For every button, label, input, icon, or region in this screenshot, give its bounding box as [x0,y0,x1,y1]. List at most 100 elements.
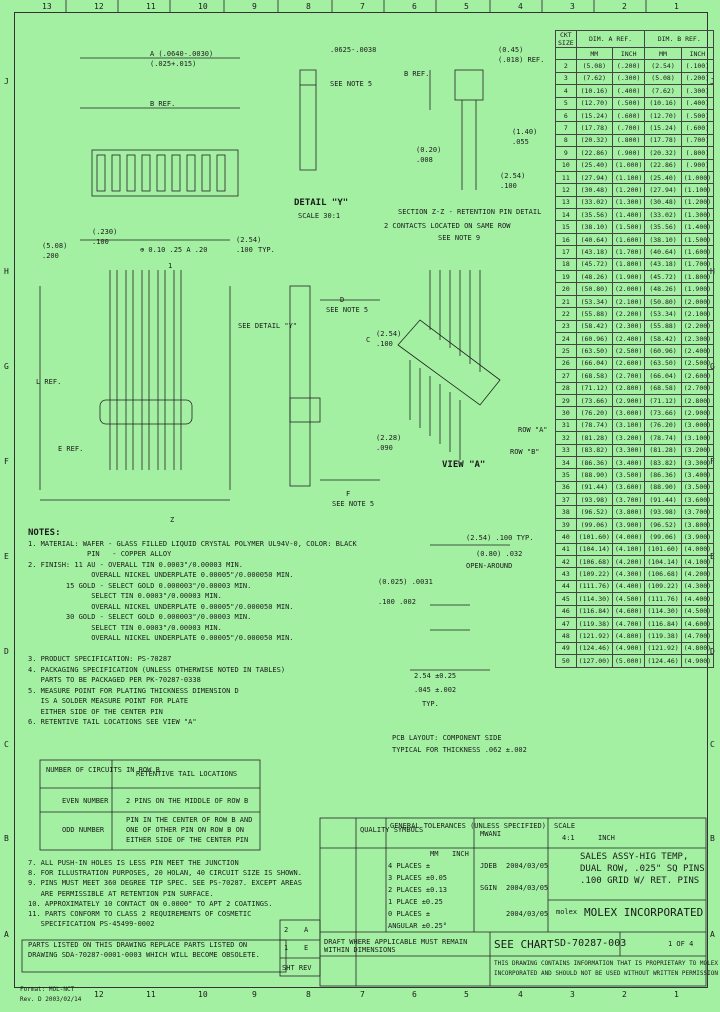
c-label: C [366,336,371,344]
chart-cell: (3.600) [680,493,715,507]
chart-row: 34(86.36)(3.400)(83.82)(3.300) [555,455,715,470]
section-b-ref: B REF. [404,70,430,78]
chart-cell: (2.900) [611,393,646,408]
chart-cell: (1.900) [680,282,715,296]
tb-name2: JDEB [480,862,497,870]
chart-cell: (71.12) [575,381,613,395]
chart-sh-1: MM [575,46,613,61]
chart-cell: (88.90) [575,468,613,482]
zone-h-8-b: 8 [306,990,311,999]
chart-cell: (63.50) [575,344,613,358]
notes-table-r2b1: PIN IN THE CENTER OF ROW B AND [126,816,253,824]
chart-row: 33(83.82)(3.300)(81.28)(3.200) [555,443,715,457]
note-line: SPECIFICATION PS-45499-0002 [28,920,155,929]
chart-cell: (66.04) [644,369,682,383]
chart-cell: (30.48) [644,195,682,210]
chart-cell: (3.500) [680,480,715,495]
chart-cell: (27.94) [575,170,613,185]
chart-cell: (58.42) [644,331,682,346]
notes-table-r2b3: EITHER SIDE OF THE CENTER PIN [126,836,249,844]
chart-cell: (119.38) [644,629,682,643]
zone-h-12-b: 12 [94,990,104,999]
zone-v-h: H [4,267,9,276]
notes-table-r2b2: ONE OF OTHER PIN ON ROW B ON [126,826,245,834]
chart-cell: (4.500) [611,592,646,606]
chart-cell: (35.56) [644,220,682,234]
note-line [28,929,298,939]
chart-cell: (68.58) [644,381,682,395]
chart-cell: (.200) [680,71,715,86]
d-label: D [340,296,345,304]
tb-date2: 2004/03/05 [506,884,549,892]
zone-h-9: 9 [252,2,257,11]
chart-cell: (1.900) [611,270,646,284]
chart-row: 2(5.08)(.200)(2.54)(.100) [555,59,715,73]
pcb-title: PCB LAYOUT: COMPONENT SIDE [392,734,502,742]
chart-row: 12(30.48)(1.200)(27.94)(1.100) [555,183,715,197]
zone-h-2: 2 [622,2,627,11]
chart-cell: (83.82) [644,455,682,470]
chart-cell: (1.000) [611,158,646,172]
tb-places3: 3 PLACES ±0.05 [388,874,448,882]
chart-row: 13(33.02)(1.300)(30.48)(1.200) [555,195,715,210]
chart-cell: (4.400) [680,592,715,606]
notes-lines-2: 7. ALL PUSH-IN HOLES IS LESS PIN MEET TH… [28,858,302,960]
chart-cell: (1.500) [611,220,646,234]
chart-cell: (124.46) [575,641,613,656]
chart-row: 18(45.72)(1.800)(43.18)(1.700) [555,257,715,272]
chart-cell: 36 [555,480,577,495]
chart-cell: 42 [555,554,577,569]
chart-cell: (2.600) [611,356,646,371]
chart-cell: (93.98) [644,505,682,519]
chart-cell: (2.800) [680,393,715,408]
chart-cell: (5.08) [644,71,682,86]
chart-cell: (111.76) [575,579,613,594]
chart-cell: 20 [555,282,577,296]
chart-cell: 25 [555,344,577,358]
section-d1: (0.45) [498,46,524,54]
note-line: DRAWING SDA-70287-0001-0003 WHICH WILL B… [28,950,260,959]
chart-cell: (27.94) [644,183,682,197]
chart-cell: (2.300) [611,319,646,334]
chart-row: 47(119.38)(4.700)(116.84)(4.600) [555,616,715,631]
zone-h-2-b: 2 [622,990,627,999]
view-a-title: VIEW "A" [442,460,486,470]
chart-cell: 2 [555,59,577,73]
zone-v-b-r: B [710,834,715,843]
chart-cell: (111.76) [644,592,682,606]
note-line: PARTS TO BE PACKAGED PER PK-70287-0338 [28,676,201,684]
chart-cell: (2.200) [680,319,715,334]
note-line: 9. PINS MUST MEET 360 DEGREE TIP SPEC. S… [28,879,302,888]
pin1-label: 1 [168,262,173,270]
detail-y-title: DETAIL "Y" [294,198,349,208]
chart-row: 26(66.04)(2.600)(63.50)(2.500) [555,356,715,371]
section-d2: (0.20) [416,146,442,154]
chart-cell: (.600) [611,108,646,123]
chart-row: 20(50.80)(2.000)(48.26)(1.900) [555,282,715,296]
section-sub2: SEE NOTE 9 [438,234,481,242]
tb-gen-tol: GENERAL TOLERANCES (UNLESS SPECIFIED) [390,822,546,830]
chart-cell: (114.30) [575,592,613,606]
chart-cell: (2.500) [680,356,715,371]
tb-molex-logo: molex [556,908,578,916]
chart-cell: (.600) [680,121,715,135]
chart-cell: 8 [555,133,577,148]
chart-cell: (3.100) [680,431,715,445]
chart-cell: (4.600) [680,616,715,631]
chart-cell: (48.26) [575,270,613,284]
chart-cell: (88.90) [644,480,682,495]
chart-cell: (17.78) [644,133,682,148]
chart-row: 29(73.66)(2.900)(71.12)(2.800) [555,393,715,408]
tb-quality: QUALITY SYMBOLS [360,826,424,834]
chart-cell: (4.800) [680,641,715,656]
tb-prop2: INCORPORATED AND SHOULD NOT BE USED WITH… [494,970,718,977]
chart-row: 36(91.44)(3.600)(88.90)(3.500) [555,480,715,495]
chart-cell: (2.000) [680,294,715,309]
section-d2b: .008 [416,156,433,164]
chart-cell: (2.900) [680,406,715,420]
dim-l-ref: L REF. [36,378,62,386]
chart-row: 16(40.64)(1.600)(38.10)(1.500) [555,232,715,247]
chart-row: 28(71.12)(2.800)(68.58)(2.700) [555,381,715,395]
chart-cell: (4.300) [611,567,646,581]
dim-508: (5.08) [42,242,68,250]
